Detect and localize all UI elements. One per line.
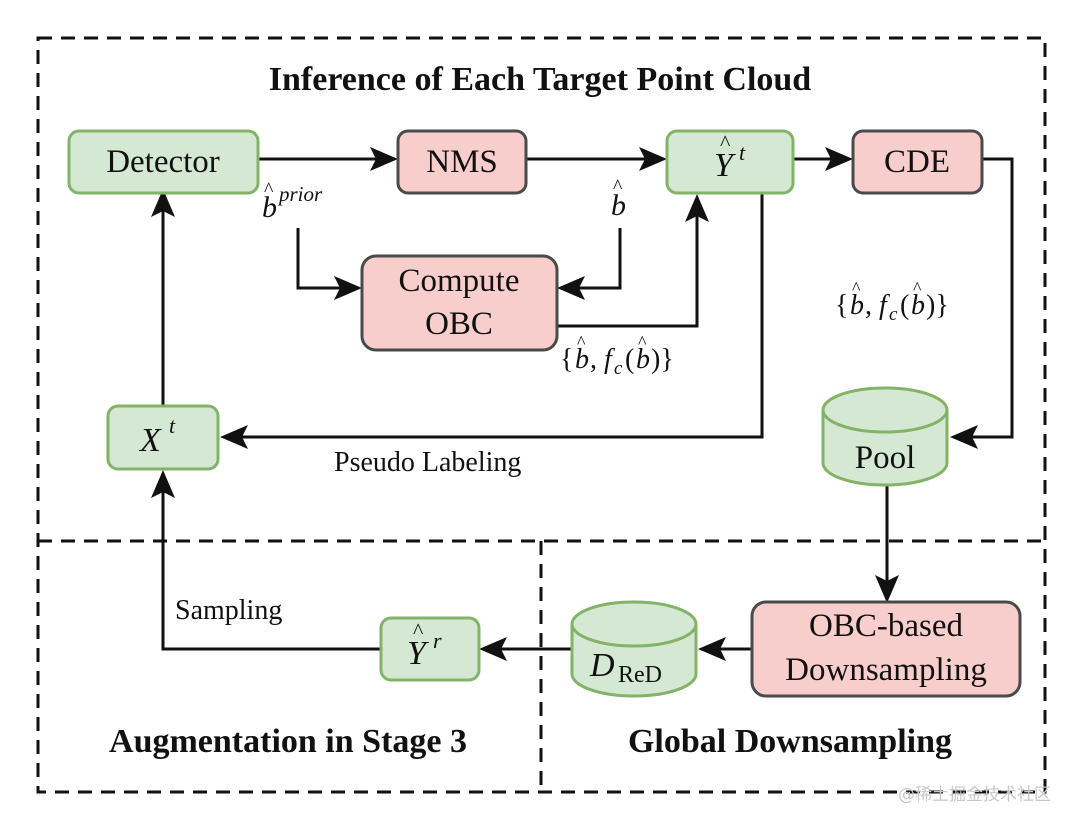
set-cde-comma: , [865, 290, 872, 321]
node-compute-obc: Compute OBC [360, 254, 559, 352]
region-title-inference: Inference of Each Target Point Cloud [269, 61, 812, 98]
node-obc-downsampling: OBC-based Downsampling [750, 600, 1022, 698]
edge-detector-to-nms [258, 147, 398, 171]
node-obc-downsampling-line2: Downsampling [785, 652, 987, 688]
node-d-red-top [570, 600, 698, 648]
node-nms-box [396, 129, 528, 195]
set-obc-comma: , [590, 344, 597, 375]
edge-label-set-cde: { b ^ , f c ( b ^ )} [835, 278, 949, 325]
node-d-red-sub: ReD [618, 662, 662, 688]
edge-label-b-hat-base: b [611, 189, 626, 222]
watermark: @稀土掘金技术社区 [898, 785, 1051, 805]
node-yhat-r-box [379, 616, 481, 682]
edge-label-b-prior-base: b [262, 191, 277, 224]
edge-yhat-t-to-cde [793, 147, 853, 171]
node-yhat-r: Y ^ r [379, 616, 481, 682]
edge-label-b-hat-hat: ^ [613, 176, 623, 198]
node-x-t-box [106, 404, 220, 471]
node-yhat-t-base: Y [714, 147, 736, 184]
node-compute-obc-line2: OBC [425, 306, 493, 342]
set-cde-c: c [889, 304, 898, 325]
set-cde-b: b [850, 290, 864, 321]
node-x-t: X t [106, 404, 220, 471]
set-obc-close: )} [651, 344, 674, 375]
edge-label-sampling: Sampling [175, 595, 282, 626]
set-cde-paren-open: ( [900, 290, 909, 321]
node-yhat-r-base: Y [407, 635, 429, 672]
node-nms-label: NMS [426, 144, 498, 180]
node-compute-obc-line1: Compute [399, 263, 520, 299]
set-obc-b: b [575, 344, 589, 375]
edge-pool-to-obc-downsampling [875, 485, 899, 603]
node-nms: NMS [396, 129, 528, 195]
node-detector: Detector [67, 129, 260, 195]
edge-cde-to-pool [950, 157, 1014, 449]
set-cde-b2-hat: ^ [913, 278, 922, 298]
node-detector-box [67, 129, 260, 195]
node-yhat-t: Y ^ t [665, 129, 795, 195]
edge-dred-to-yhat-r [479, 637, 571, 661]
node-x-t-sup: t [169, 413, 176, 438]
node-pool-label: Pool [855, 440, 916, 476]
set-cde-brace-open: { [835, 290, 848, 321]
edge-nms-to-yhat-t [526, 147, 667, 171]
set-cde-b2: b [911, 290, 925, 321]
node-yhat-r-sup: r [433, 628, 442, 653]
edge-label-pseudo-labeling: Pseudo Labeling [334, 447, 521, 478]
set-obc-c: c [614, 358, 623, 379]
set-obc-paren-open: ( [625, 344, 634, 375]
edge-xt-to-detector [151, 189, 175, 406]
region-title-global-downsampling: Global Downsampling [628, 723, 952, 760]
node-yhat-t-sup: t [739, 140, 746, 165]
node-cde: CDE [851, 129, 984, 195]
node-yhat-r-hat: ^ [413, 618, 424, 643]
node-pool: Pool [821, 386, 949, 487]
edge-label-b-hat: b ^ [611, 176, 626, 222]
node-obc-downsampling-box [750, 600, 1022, 698]
set-obc-b2-hat: ^ [638, 332, 647, 352]
node-d-red-base: D [589, 647, 615, 684]
node-yhat-t-box [665, 129, 795, 195]
set-cde-close: )} [926, 290, 949, 321]
node-detector-label: Detector [106, 144, 220, 180]
set-obc-b-hat: ^ [577, 332, 586, 352]
node-compute-obc-box [360, 254, 559, 352]
node-cde-box [851, 129, 984, 195]
edge-sampling [151, 470, 381, 651]
outer-region-border [36, 36, 1047, 794]
node-x-t-base: X [138, 422, 162, 459]
set-obc-b2: b [636, 344, 650, 375]
edge-bhat-to-compute-obc [557, 228, 622, 300]
node-obc-downsampling-line1: OBC-based [809, 608, 963, 644]
node-yhat-t-hat: ^ [720, 130, 731, 155]
node-cde-label: CDE [884, 144, 950, 180]
edge-pseudo-labeling [220, 194, 764, 449]
set-obc-f: f [604, 344, 615, 375]
node-d-red: D ReD [570, 600, 698, 698]
edge-label-b-prior-sup: prior [277, 182, 323, 206]
set-cde-f: f [879, 290, 890, 321]
edge-label-b-prior-hat: ^ [264, 179, 274, 201]
set-cde-b-hat: ^ [852, 278, 861, 298]
edge-obc-downsampling-to-dred [698, 637, 752, 661]
edge-label-b-prior: b ^ prior [262, 179, 323, 224]
edge-label-set-obc: { b ^ , f c ( b ^ )} [560, 332, 674, 379]
edge-bprior-to-compute-obc [296, 228, 362, 300]
node-pool-top [821, 386, 949, 434]
set-obc-brace-open: { [560, 344, 573, 375]
region-title-augmentation: Augmentation in Stage 3 [109, 723, 467, 760]
edge-compute-obc-to-yhat-t [557, 194, 709, 328]
